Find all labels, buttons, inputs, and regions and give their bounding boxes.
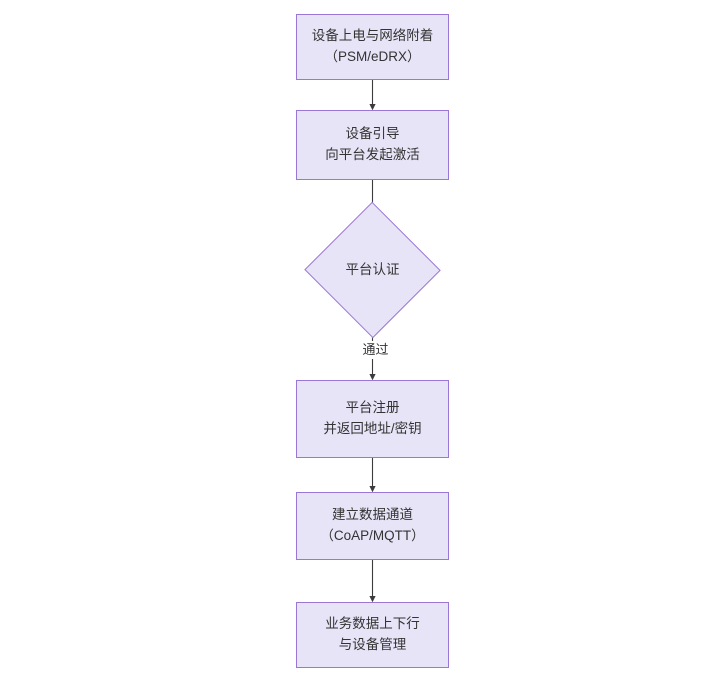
edge-label-pass: 通过 — [348, 341, 403, 359]
node-device-power-on[interactable]: 设备上电与网络附着 （PSM/eDRX） — [296, 14, 449, 80]
node-business-data-and-device-management[interactable]: 业务数据上下行 与设备管理 — [296, 602, 449, 668]
node-label-line-1: 平台注册 — [345, 400, 400, 416]
node-label-line-2: 并返回地址/密钥 — [323, 421, 422, 436]
node-label-line-1: 设备上电与网络附着 — [311, 28, 434, 44]
node-label-line-2: （PSM/eDRX） — [324, 49, 421, 64]
node-platform-registration[interactable]: 平台注册 并返回地址/密钥 — [296, 380, 449, 458]
node-data-channel-setup[interactable]: 建立数据通道 （CoAP/MQTT） — [296, 492, 449, 560]
node-label-line-2: （CoAP/MQTT） — [320, 528, 425, 543]
node-label-line-2: 与设备管理 — [338, 637, 407, 652]
node-label-line-1: 平台认证 — [345, 261, 400, 277]
node-label-line-2: 向平台发起激活 — [325, 147, 420, 162]
node-label-line-1: 建立数据通道 — [332, 507, 413, 523]
node-label-line-1: 业务数据上下行 — [325, 616, 420, 632]
node-label-line-1: 设备引导 — [345, 126, 400, 142]
node-device-bootstrap[interactable]: 设备引导 向平台发起激活 — [296, 110, 449, 180]
node-platform-authentication[interactable]: 平台认证 — [304, 201, 441, 339]
